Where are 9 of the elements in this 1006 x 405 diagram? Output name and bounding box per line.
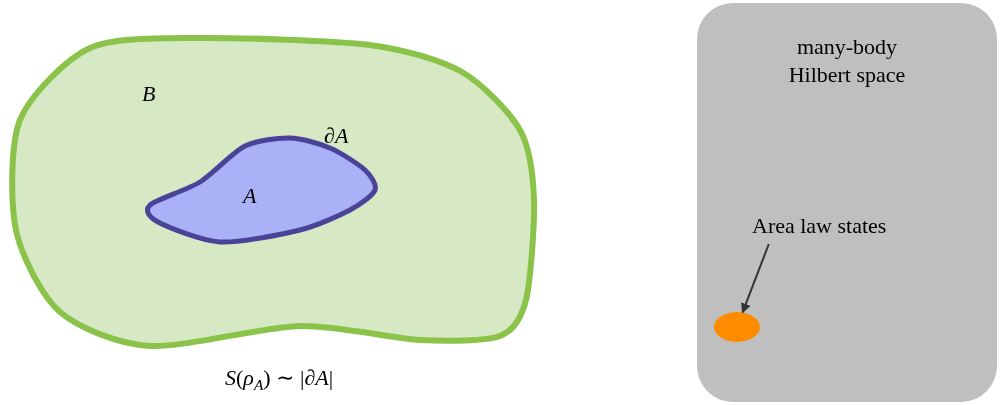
region-label: B bbox=[142, 80, 156, 108]
formula: S(ρ$_{A}$) ∼ |∂A| bbox=[225, 364, 334, 395]
state-ellipse bbox=[714, 312, 760, 342]
region-label: A bbox=[243, 182, 257, 210]
arrow bbox=[741, 243, 770, 314]
hilbert-space-panel bbox=[697, 3, 997, 402]
boundary-label: ∂A bbox=[324, 122, 349, 150]
annotation-label: Area law states bbox=[752, 212, 887, 240]
panel-title: many-body Hilbert space bbox=[787, 33, 907, 88]
